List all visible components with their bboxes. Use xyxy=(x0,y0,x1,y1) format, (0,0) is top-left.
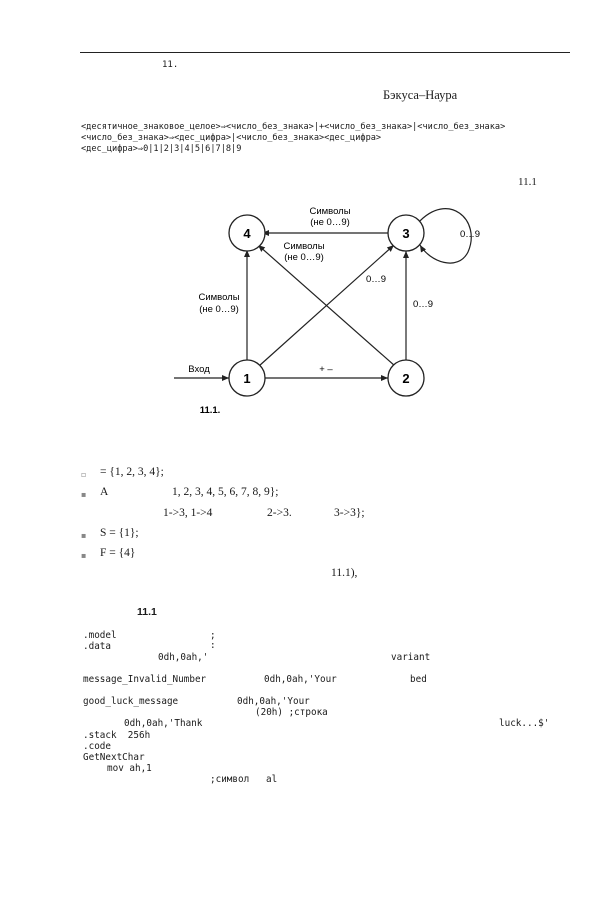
edge-label-n3-n4-1: Символы xyxy=(309,206,350,217)
code-line: good_luck_message xyxy=(83,696,179,707)
code-line: ;символ al xyxy=(210,774,278,785)
figure-caption: 11.1. xyxy=(200,405,221,416)
alphabet-set: 1, 2, 3, 4, 5, 6, 7, 8, 9}; xyxy=(172,486,279,498)
figure-ref-right: 11.1 xyxy=(518,176,537,188)
transition-2: 2->3. xyxy=(267,507,292,519)
page-number: 11. xyxy=(162,60,179,70)
bnf-line-1: <десятичное_знаковое_целое>⇒<число_без_з… xyxy=(81,122,506,132)
code-line: .code xyxy=(83,741,111,752)
bnf-line-2: <число_без_знака>⇒<дес_цифра>|<число_без… xyxy=(81,133,382,143)
edge-label-n1-n3: 0…9 xyxy=(366,274,386,285)
bullet-icon-1: ▫ xyxy=(81,470,87,479)
start-state: S = {1}; xyxy=(100,527,139,539)
code-line: .data xyxy=(83,641,111,652)
code-line: luck...$' xyxy=(499,718,550,729)
bullet-icon-3: ▪ xyxy=(81,531,87,540)
code-line: (20h) ;строка xyxy=(255,707,328,718)
node-label-2: 2 xyxy=(402,371,409,386)
edge-label-n1-n4-2: (не 0…9) xyxy=(199,304,239,315)
code-line: message_Invalid_Number xyxy=(83,674,207,685)
transition-3: 3->3}; xyxy=(334,507,365,519)
code-line: 0dh,0ah,'Your xyxy=(264,674,337,685)
code-line: mov ah,1 xyxy=(107,763,152,774)
node-label-4: 4 xyxy=(243,226,251,241)
node-label-1: 1 xyxy=(243,371,250,386)
edge-label-n3-loop: 0…9 xyxy=(460,229,480,240)
alphabet-label: A xyxy=(100,486,109,498)
state-node-4 xyxy=(228,214,266,252)
code-line: GetNextChar xyxy=(83,752,145,763)
state-node-3 xyxy=(387,214,425,252)
code-line: 0dh,0ah,'Thank xyxy=(124,718,203,729)
bullet-icon-2: ▪ xyxy=(81,490,87,499)
code-separator: ; xyxy=(210,630,216,641)
edge-label-n3-n4-2: (не 0…9) xyxy=(310,217,350,228)
code-line: variant xyxy=(391,652,431,663)
figure-reference: 11.1), xyxy=(331,567,358,579)
code-line: bed xyxy=(410,674,427,685)
edge-label-n2-n3: 0…9 xyxy=(413,299,433,310)
edge-n3-loop xyxy=(417,208,472,264)
section-title-fragment: Бэкуса–Наура xyxy=(383,88,458,102)
edge-label-n2-n4-2: (не 0…9) xyxy=(284,252,324,263)
bnf-line-3: <дес_цифра>⇒0|1|2|3|4|5|6|7|8|9 xyxy=(81,144,242,154)
state-node-2 xyxy=(387,359,425,397)
transition-1: 1->3, 1->4 xyxy=(163,507,213,519)
code-line: 0dh,0ah,'Your xyxy=(237,696,310,707)
edge-label-n2-n4-1: Символы xyxy=(283,241,324,252)
bullet-icon-4: ▪ xyxy=(81,551,87,560)
listing-title: 11.1 xyxy=(137,606,157,618)
code-line: .stack 256h xyxy=(83,730,151,741)
edge-n1-n3 xyxy=(258,244,395,367)
edge-label-n1-n2: + – xyxy=(319,364,333,375)
code-line: .model xyxy=(83,630,117,641)
code-separator: : xyxy=(210,640,216,651)
edge-label-entry: Вход xyxy=(188,364,210,375)
edge-label-n1-n4-1: Символы xyxy=(198,292,239,303)
node-label-3: 3 xyxy=(402,226,409,241)
state-node-1 xyxy=(228,359,266,397)
final-state: F = {4} xyxy=(100,547,136,559)
header-rule xyxy=(80,52,570,53)
states-set: = {1, 2, 3, 4}; xyxy=(100,466,164,478)
code-line: 0dh,0ah,' xyxy=(158,652,209,663)
